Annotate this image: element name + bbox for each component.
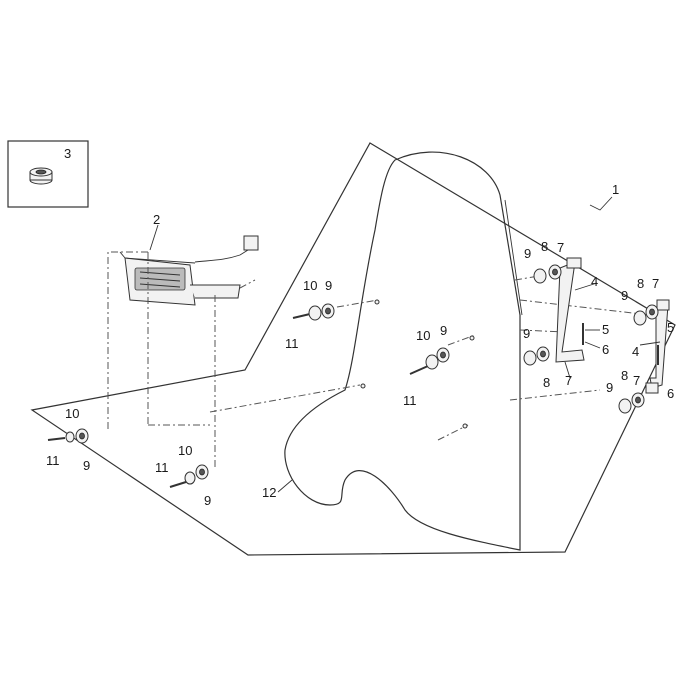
callout-10-center: 10	[416, 328, 430, 343]
inset-box-part-3	[7, 140, 89, 208]
callout-1: 1	[612, 182, 619, 197]
callout-9-center: 9	[440, 323, 447, 338]
callout-11-center-upper: 11	[285, 336, 299, 351]
callout-10-center-bottom: 10	[178, 443, 192, 458]
alignment-lines	[107, 251, 651, 470]
callout-4-right: 4	[632, 344, 639, 359]
washers-right-mid-left	[523, 346, 550, 366]
callout-11-left-bottom: 11	[46, 453, 60, 468]
callout-10-center-upper: 10	[303, 278, 317, 293]
washers-right-upper-right	[633, 304, 659, 326]
callout-4-left: 4	[591, 274, 598, 289]
callout-10-left-bottom: 10	[65, 406, 79, 421]
windshield-part	[284, 151, 521, 551]
callout-8-upper-right: 8	[637, 276, 644, 291]
hardware-center-bottom	[169, 464, 209, 488]
callout-7-upper-left: 7	[557, 240, 564, 255]
callout-11-center: 11	[403, 393, 417, 408]
assembly-boundary	[30, 142, 676, 556]
callout-8-lower-right: 8	[621, 368, 628, 383]
grommet-part	[29, 167, 53, 185]
callout-2: 2	[153, 212, 160, 227]
callout-5-left: 5	[602, 322, 609, 337]
leader-lines	[149, 196, 661, 493]
callout-5-right: 5	[667, 320, 674, 335]
bracket-right	[645, 299, 670, 394]
callout-9-center-upper: 9	[325, 278, 332, 293]
windshield-inner-edge	[504, 199, 523, 316]
washers-right-lower-right	[618, 392, 645, 414]
callout-7-lower-right: 7	[633, 373, 640, 388]
callout-7-lower-left: 7	[565, 373, 572, 388]
callout-8-upper-left: 8	[541, 239, 548, 254]
callout-6-right: 6	[667, 386, 674, 401]
bracket-left	[555, 257, 585, 363]
hardware-center	[409, 347, 450, 375]
hardware-left-bottom	[47, 428, 89, 444]
callout-3: 3	[64, 146, 71, 161]
callout-9-center-bottom: 9	[204, 493, 211, 508]
callout-9-upper-right: 9	[621, 288, 628, 303]
callout-9-mid-left: 9	[523, 326, 530, 341]
windshield-holes	[360, 299, 475, 429]
washers-right-upper-left	[533, 264, 562, 284]
callout-labels: 1 2 3 4 4 5 5 6 6 7 7 7 7 8 8 8 8 9 9 9 …	[46, 146, 674, 508]
hardware-center-upper	[292, 303, 335, 321]
callout-9-left-bottom: 9	[83, 458, 90, 473]
callout-8-lower-left: 8	[543, 375, 550, 390]
callout-12: 12	[262, 485, 276, 500]
light-assembly-part	[119, 235, 259, 306]
callout-11-center-bottom: 11	[155, 460, 169, 475]
callout-6-left: 6	[602, 342, 609, 357]
callout-9-lower-right: 9	[606, 380, 613, 395]
callout-9-upper-left: 9	[524, 246, 531, 261]
callout-7-upper-right: 7	[652, 276, 659, 291]
